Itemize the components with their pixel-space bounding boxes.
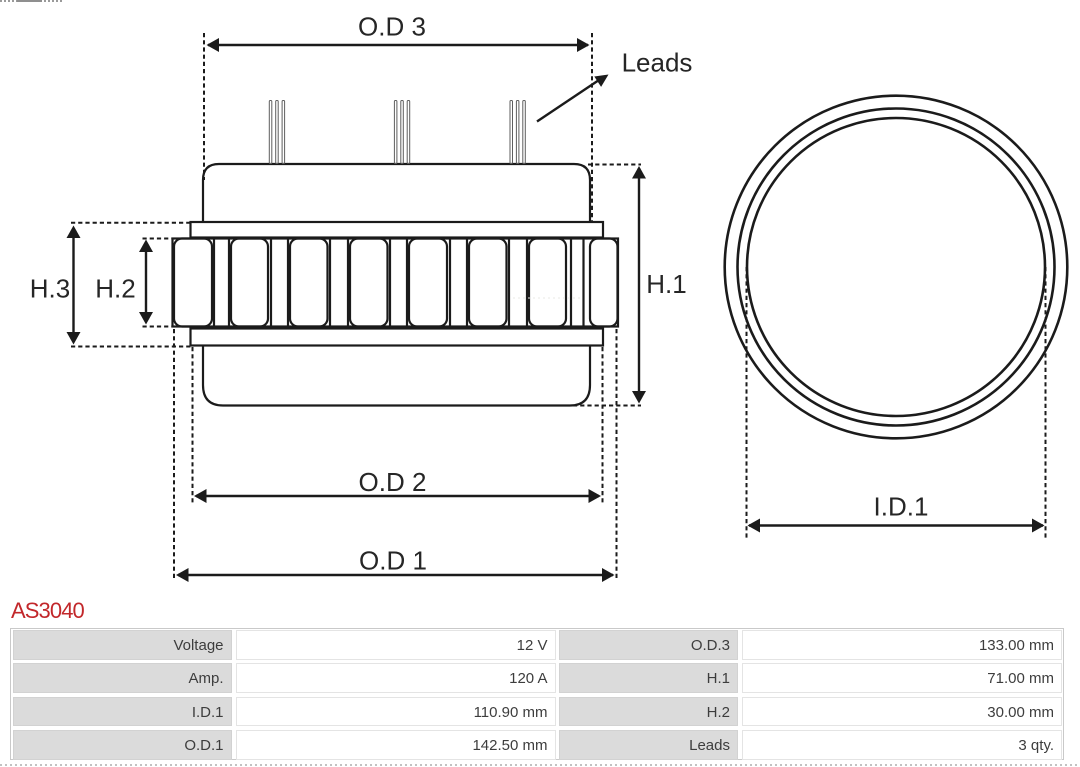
svg-text:H.3: H.3: [30, 274, 70, 304]
svg-text:O.D 3: O.D 3: [358, 12, 426, 42]
svg-text:O.D 1: O.D 1: [359, 546, 427, 576]
svg-text:O.D 2: O.D 2: [359, 467, 427, 497]
svg-text:H.2: H.2: [95, 274, 135, 304]
svg-text:I.D.1: I.D.1: [874, 492, 929, 522]
svg-text:H.1: H.1: [646, 269, 686, 299]
svg-text:Leads: Leads: [622, 48, 693, 78]
